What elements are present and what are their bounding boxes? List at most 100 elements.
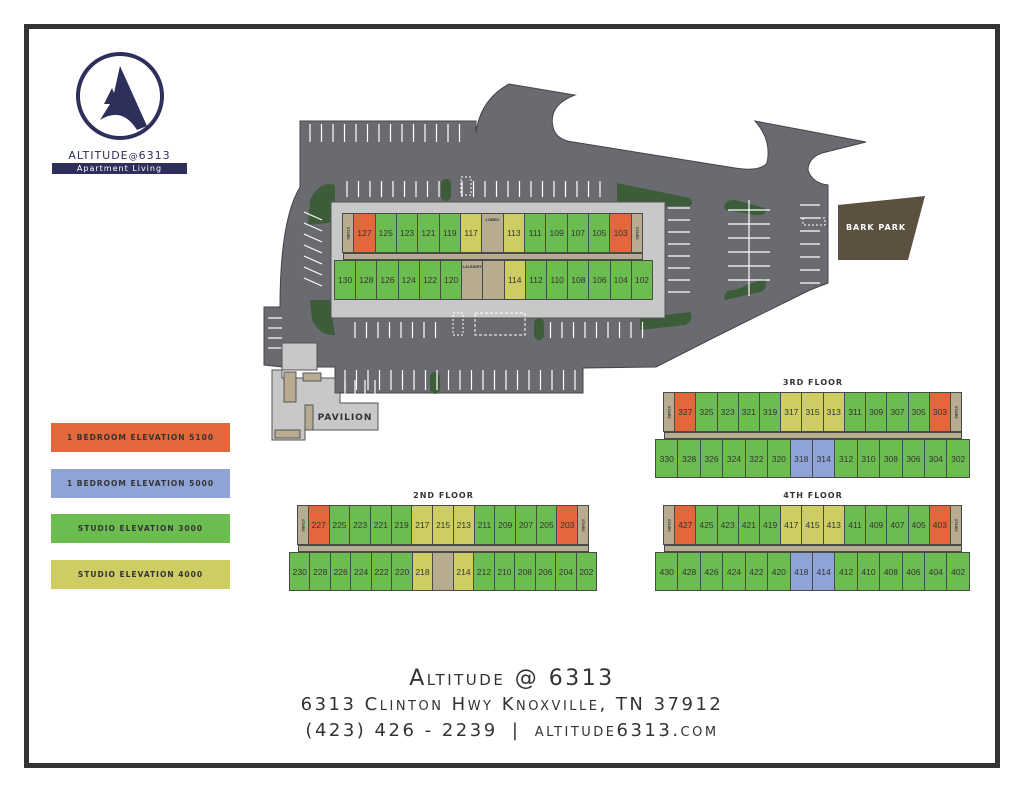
unit-128[interactable]: 128 <box>355 260 378 300</box>
unit-411[interactable]: 411 <box>843 505 867 545</box>
unit-430[interactable]: 430 <box>655 552 679 591</box>
unit-325[interactable]: 325 <box>695 392 718 432</box>
unit-414[interactable]: 414 <box>811 552 836 591</box>
unit-125[interactable]: 125 <box>374 213 397 253</box>
unit-308[interactable]: 308 <box>879 439 903 478</box>
unit-423[interactable]: 423 <box>716 505 739 545</box>
unit-103[interactable]: 103 <box>609 213 632 253</box>
unit-402[interactable]: 402 <box>946 552 970 591</box>
unit-207[interactable]: 207 <box>515 505 537 545</box>
unit-322[interactable]: 322 <box>744 439 769 478</box>
unit-412[interactable]: 412 <box>834 552 858 591</box>
unit-408[interactable]: 408 <box>879 552 903 591</box>
unit-305[interactable]: 305 <box>907 392 930 432</box>
unit-313[interactable]: 313 <box>822 392 845 432</box>
unit-405[interactable]: 405 <box>907 505 930 545</box>
unit-409[interactable]: 409 <box>865 505 888 545</box>
footer-website[interactable]: altitude6313.com <box>534 720 719 741</box>
unit-230[interactable]: 230 <box>289 552 311 591</box>
unit-318[interactable]: 318 <box>789 439 813 478</box>
unit-204[interactable]: 204 <box>555 552 577 591</box>
unit-209[interactable]: 209 <box>494 505 517 545</box>
unit-219[interactable]: 219 <box>390 505 413 545</box>
unit-417[interactable]: 417 <box>780 505 803 545</box>
unit-106[interactable]: 106 <box>588 260 611 300</box>
unit-319[interactable]: 319 <box>758 392 782 432</box>
unit-220[interactable]: 220 <box>391 552 413 591</box>
unit-225[interactable]: 225 <box>328 505 351 545</box>
unit-223[interactable]: 223 <box>349 505 372 545</box>
unit-107[interactable]: 107 <box>566 213 590 253</box>
unit-126[interactable]: 126 <box>376 260 399 300</box>
unit-420[interactable]: 420 <box>767 552 791 591</box>
unit-214[interactable]: 214 <box>452 552 475 591</box>
unit-403[interactable]: 403 <box>928 505 951 545</box>
unit-203[interactable]: 203 <box>556 505 579 545</box>
unit-123[interactable]: 123 <box>395 213 419 253</box>
unit-323[interactable]: 323 <box>716 392 739 432</box>
unit-307[interactable]: 307 <box>886 392 909 432</box>
unit-218[interactable]: 218 <box>411 552 434 591</box>
unit-302[interactable]: 302 <box>946 439 970 478</box>
unit-127[interactable]: 127 <box>353 213 376 253</box>
unit-114[interactable]: 114 <box>503 260 526 300</box>
unit-425[interactable]: 425 <box>695 505 718 545</box>
unit-326[interactable]: 326 <box>699 439 724 478</box>
unit-320[interactable]: 320 <box>767 439 791 478</box>
unit-413[interactable]: 413 <box>822 505 845 545</box>
unit-321[interactable]: 321 <box>737 392 760 432</box>
unit-421[interactable]: 421 <box>737 505 760 545</box>
unit-226[interactable]: 226 <box>329 552 352 591</box>
unit-120[interactable]: 120 <box>440 260 463 300</box>
unit-210[interactable]: 210 <box>493 552 516 591</box>
unit-407[interactable]: 407 <box>886 505 909 545</box>
unit-228[interactable]: 228 <box>309 552 331 591</box>
unit-406[interactable]: 406 <box>901 552 926 591</box>
unit-205[interactable]: 205 <box>535 505 558 545</box>
unit-303[interactable]: 303 <box>928 392 951 432</box>
unit-415[interactable]: 415 <box>801 505 824 545</box>
unit-222[interactable]: 222 <box>370 552 393 591</box>
unit-404[interactable]: 404 <box>924 552 948 591</box>
unit-122[interactable]: 122 <box>418 260 442 300</box>
unit-427[interactable]: 427 <box>674 505 697 545</box>
unit-113[interactable]: 113 <box>502 213 526 253</box>
unit-119[interactable]: 119 <box>438 213 461 253</box>
unit-311[interactable]: 311 <box>843 392 867 432</box>
unit-418[interactable]: 418 <box>789 552 813 591</box>
unit-410[interactable]: 410 <box>856 552 881 591</box>
unit-124[interactable]: 124 <box>397 260 420 300</box>
unit-112[interactable]: 112 <box>524 260 548 300</box>
unit-212[interactable]: 212 <box>473 552 495 591</box>
unit-317[interactable]: 317 <box>780 392 803 432</box>
unit-206[interactable]: 206 <box>534 552 557 591</box>
unit-104[interactable]: 104 <box>609 260 632 300</box>
unit-109[interactable]: 109 <box>545 213 568 253</box>
unit-328[interactable]: 328 <box>677 439 701 478</box>
unit-422[interactable]: 422 <box>744 552 769 591</box>
unit-105[interactable]: 105 <box>588 213 611 253</box>
unit-324[interactable]: 324 <box>722 439 746 478</box>
unit-309[interactable]: 309 <box>865 392 888 432</box>
unit-130[interactable]: 130 <box>334 260 357 300</box>
unit-121[interactable]: 121 <box>417 213 440 253</box>
unit-217[interactable]: 217 <box>411 505 434 545</box>
unit-312[interactable]: 312 <box>834 439 858 478</box>
unit-110[interactable]: 110 <box>546 260 569 300</box>
unit-227[interactable]: 227 <box>307 505 330 545</box>
unit-221[interactable]: 221 <box>370 505 392 545</box>
unit-224[interactable]: 224 <box>350 552 372 591</box>
unit-108[interactable]: 108 <box>567 260 590 300</box>
unit-102[interactable]: 102 <box>630 260 654 300</box>
unit-419[interactable]: 419 <box>758 505 782 545</box>
unit-208[interactable]: 208 <box>514 552 536 591</box>
unit-117[interactable]: 117 <box>459 213 483 253</box>
unit-428[interactable]: 428 <box>677 552 701 591</box>
unit-426[interactable]: 426 <box>699 552 724 591</box>
unit-202[interactable]: 202 <box>575 552 598 591</box>
unit-330[interactable]: 330 <box>655 439 679 478</box>
unit-306[interactable]: 306 <box>901 439 926 478</box>
unit-310[interactable]: 310 <box>856 439 881 478</box>
unit-424[interactable]: 424 <box>722 552 746 591</box>
unit-327[interactable]: 327 <box>674 392 697 432</box>
